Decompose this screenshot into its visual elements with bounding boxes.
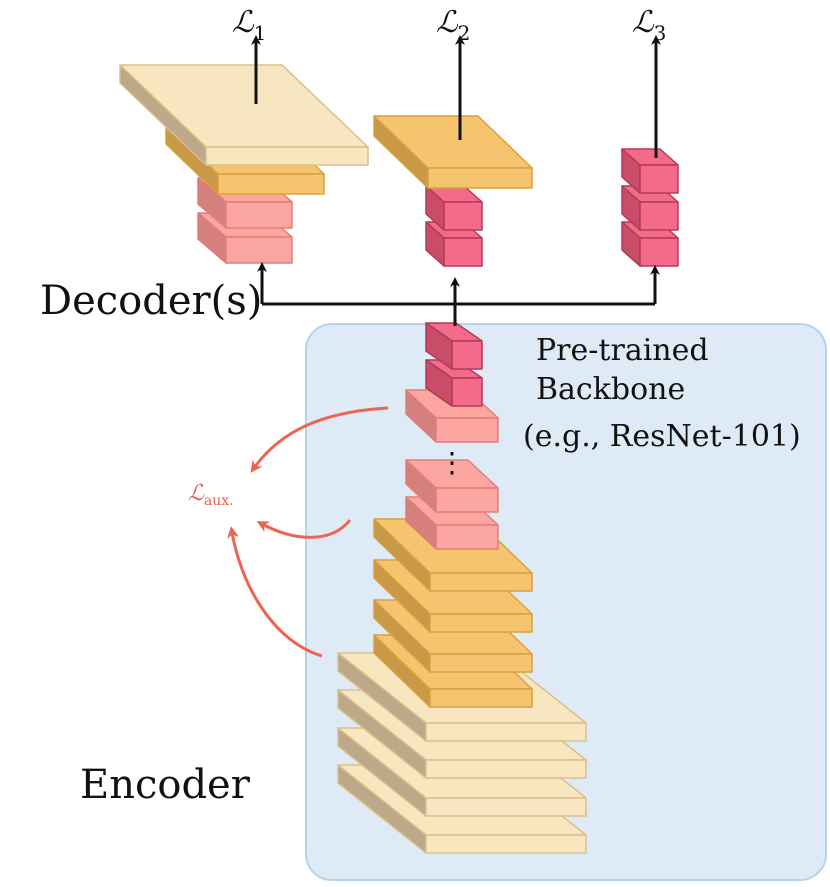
backbone-label-line3: (e.g., ResNet-101): [523, 419, 801, 454]
decoder1-layer-4: [119, 64, 369, 166]
aux-arrow-bottom: [227, 526, 323, 658]
aux-arrow-middle: [256, 519, 352, 539]
backbone-label-line2: Backbone: [536, 372, 685, 407]
decoder3-layer-3: [621, 148, 679, 194]
aux-loss-label: ℒaux.: [188, 481, 234, 509]
loss-3-label: ℒ3: [632, 5, 666, 45]
loss-2-label: ℒ2: [436, 5, 470, 45]
decoder3-layer-2: [621, 185, 679, 231]
encoder-layer-12: [425, 359, 483, 407]
encoder-blocks: [337, 322, 587, 854]
backbone-label-line1: Pre-trained: [536, 333, 709, 368]
encoder-layer-13: [425, 322, 483, 370]
decoder-label: Decoder(s): [40, 278, 262, 324]
decoder2-layer-3: [373, 115, 533, 189]
decoder-blocks: [119, 64, 679, 267]
encoder-layer-10: [405, 459, 499, 513]
aux-arrows: [227, 406, 389, 658]
decoder2-layer-2: [425, 185, 483, 231]
decoder-connections: [251, 35, 661, 326]
encoder-label: Encoder: [80, 762, 251, 808]
loss-1-label: ℒ1: [232, 5, 266, 45]
decoder3-layer-1: [621, 221, 679, 267]
aux-arrow-top: [250, 406, 389, 473]
ellipsis: ⋮: [438, 446, 466, 479]
